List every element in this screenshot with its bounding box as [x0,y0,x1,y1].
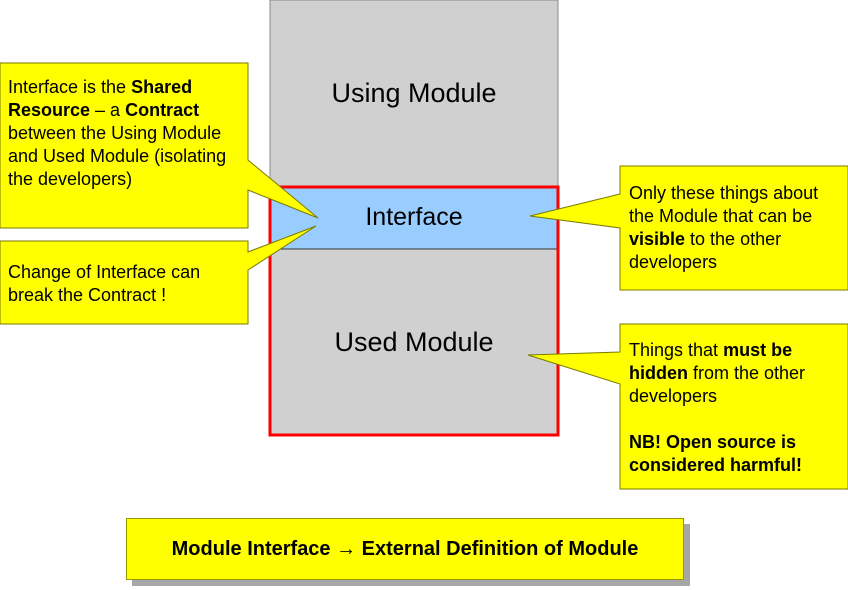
callout-visible-text: Only these things about the Module that … [629,183,819,272]
interface-label: Interface [365,203,463,231]
using-module-label: Using Module [331,78,497,108]
open-source-note: NB! Open source is considered harmful! [629,432,803,475]
callout-change-shape [0,225,317,325]
callout-hidden-shape [527,323,848,490]
callout-visible-shape [529,165,848,291]
callout-change-text: Change of Interface can break the Contra… [8,262,201,305]
footer-banner-text: Module Interface → External Definition o… [171,537,639,560]
used-module-box [270,249,558,435]
using-module-box [269,0,559,189]
callout-hidden-text: Things that must be hidden from the othe… [629,340,806,475]
contract-outline [268,185,560,437]
callout-shared-resource-shape [0,62,319,229]
callout-shared-resource-text: Interface is the Shared Resource – a Con… [8,77,227,189]
footer-banner: Module Interface → External Definition o… [126,518,684,580]
used-module-label: Used Module [334,327,494,357]
